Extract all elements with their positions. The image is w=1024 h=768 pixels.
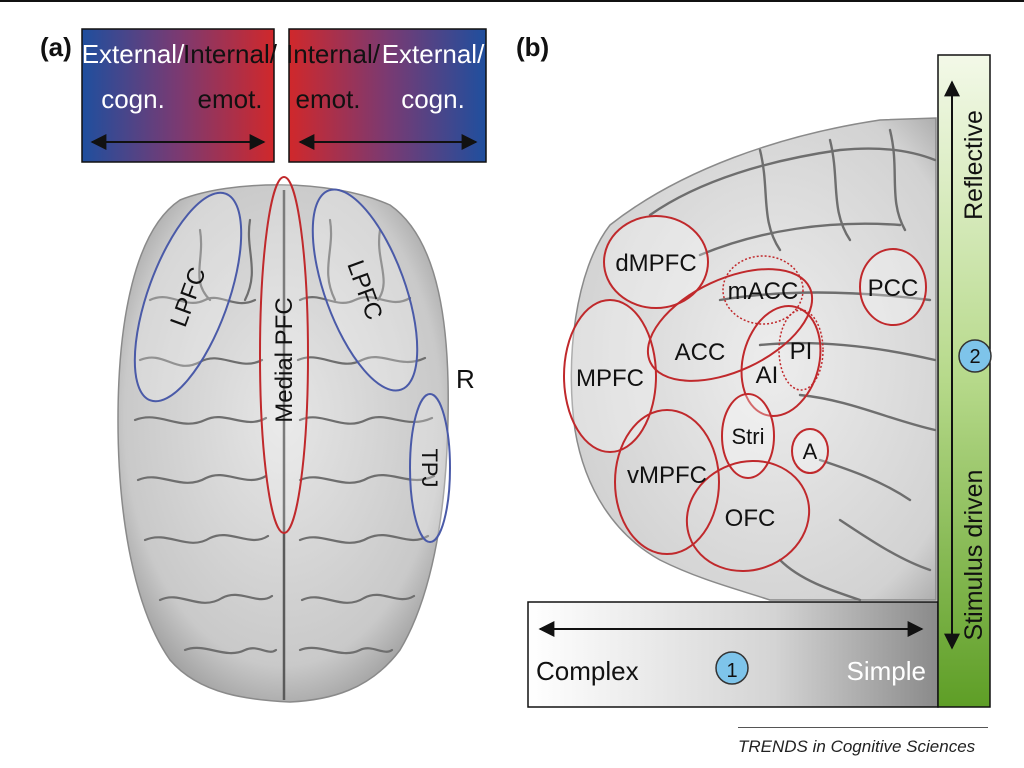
region-pcc-outline <box>859 248 927 326</box>
panel-a-gradient-bar-left <box>81 28 275 163</box>
region-ai-outline <box>740 305 822 417</box>
region-a-label: A <box>803 439 818 464</box>
region-dmpfc-label: dMPFC <box>615 250 696 277</box>
region-a-outline <box>791 428 829 474</box>
region-macc-label: mACC <box>728 278 799 305</box>
region-medial-pfc-outline <box>259 176 309 534</box>
complex-simple-axis <box>527 601 939 708</box>
axis-simple-label: Simple <box>847 656 926 686</box>
axis-complex-label: Complex <box>536 656 639 686</box>
region-macc-outline <box>722 255 804 325</box>
region-pi-outline <box>778 309 824 391</box>
credit-rule <box>738 727 988 728</box>
side-marker-r: R <box>456 364 475 394</box>
region-stri-outline <box>721 393 775 479</box>
reflective-stimulus-axis <box>937 54 992 708</box>
panel-a-label: (a) <box>40 32 72 62</box>
axis-stimulus-driven-label: Stimulus driven <box>960 470 988 641</box>
bar-left-label-external: External/ <box>82 39 185 69</box>
bar-right-label-cogn: cogn. <box>401 84 465 114</box>
bar-right-label-emot: emot. <box>295 84 360 114</box>
marker-1-label: 1 <box>726 660 737 682</box>
axis-reflective-label: Reflective <box>960 110 988 220</box>
bar-left-label-internal: Internal/ <box>183 39 278 69</box>
region-lpfc-left-outline <box>133 191 243 403</box>
bar-left-label-cogn: cogn. <box>101 84 165 114</box>
region-acc-label: ACC <box>675 339 726 366</box>
bar-left-label-emot: emot. <box>197 84 262 114</box>
region-tpj-outline <box>409 393 451 543</box>
marker-1-badge <box>715 651 749 685</box>
region-mpfc-label: MPFC <box>576 365 644 392</box>
region-ai-label: AI <box>756 362 779 389</box>
region-ofc-label: OFC <box>725 505 776 532</box>
bar-right-label-internal: Internal/ <box>286 39 381 69</box>
marker-2-label: 2 <box>969 346 980 368</box>
region-pi-label: PI <box>790 338 813 365</box>
brain-top-view <box>117 184 449 703</box>
marker-2-badge <box>958 339 992 373</box>
region-medial-pfc-label: Medial PFC <box>271 297 298 422</box>
region-tpj-label: TPJ <box>417 448 442 487</box>
panel-b-label: (b) <box>516 32 550 62</box>
top-rule <box>0 0 1024 2</box>
bar-right-label-external: External/ <box>382 39 485 69</box>
region-vmpfc-outline <box>614 409 720 555</box>
source-credit: TRENDS in Cognitive Sciences <box>738 737 976 756</box>
region-pcc-label: PCC <box>868 275 919 302</box>
region-vmpfc-label: vMPFC <box>627 462 707 489</box>
region-stri-label: Stri <box>732 424 765 449</box>
region-acc-outline <box>646 268 814 382</box>
region-lpfc-right-outline <box>311 188 419 392</box>
region-mpfc-outline <box>563 299 657 453</box>
brain-sagittal-view <box>570 117 937 602</box>
region-ofc-outline <box>685 460 811 572</box>
panel-a-gradient-bar-right <box>288 28 487 163</box>
region-dmpfc-outline <box>603 215 709 309</box>
